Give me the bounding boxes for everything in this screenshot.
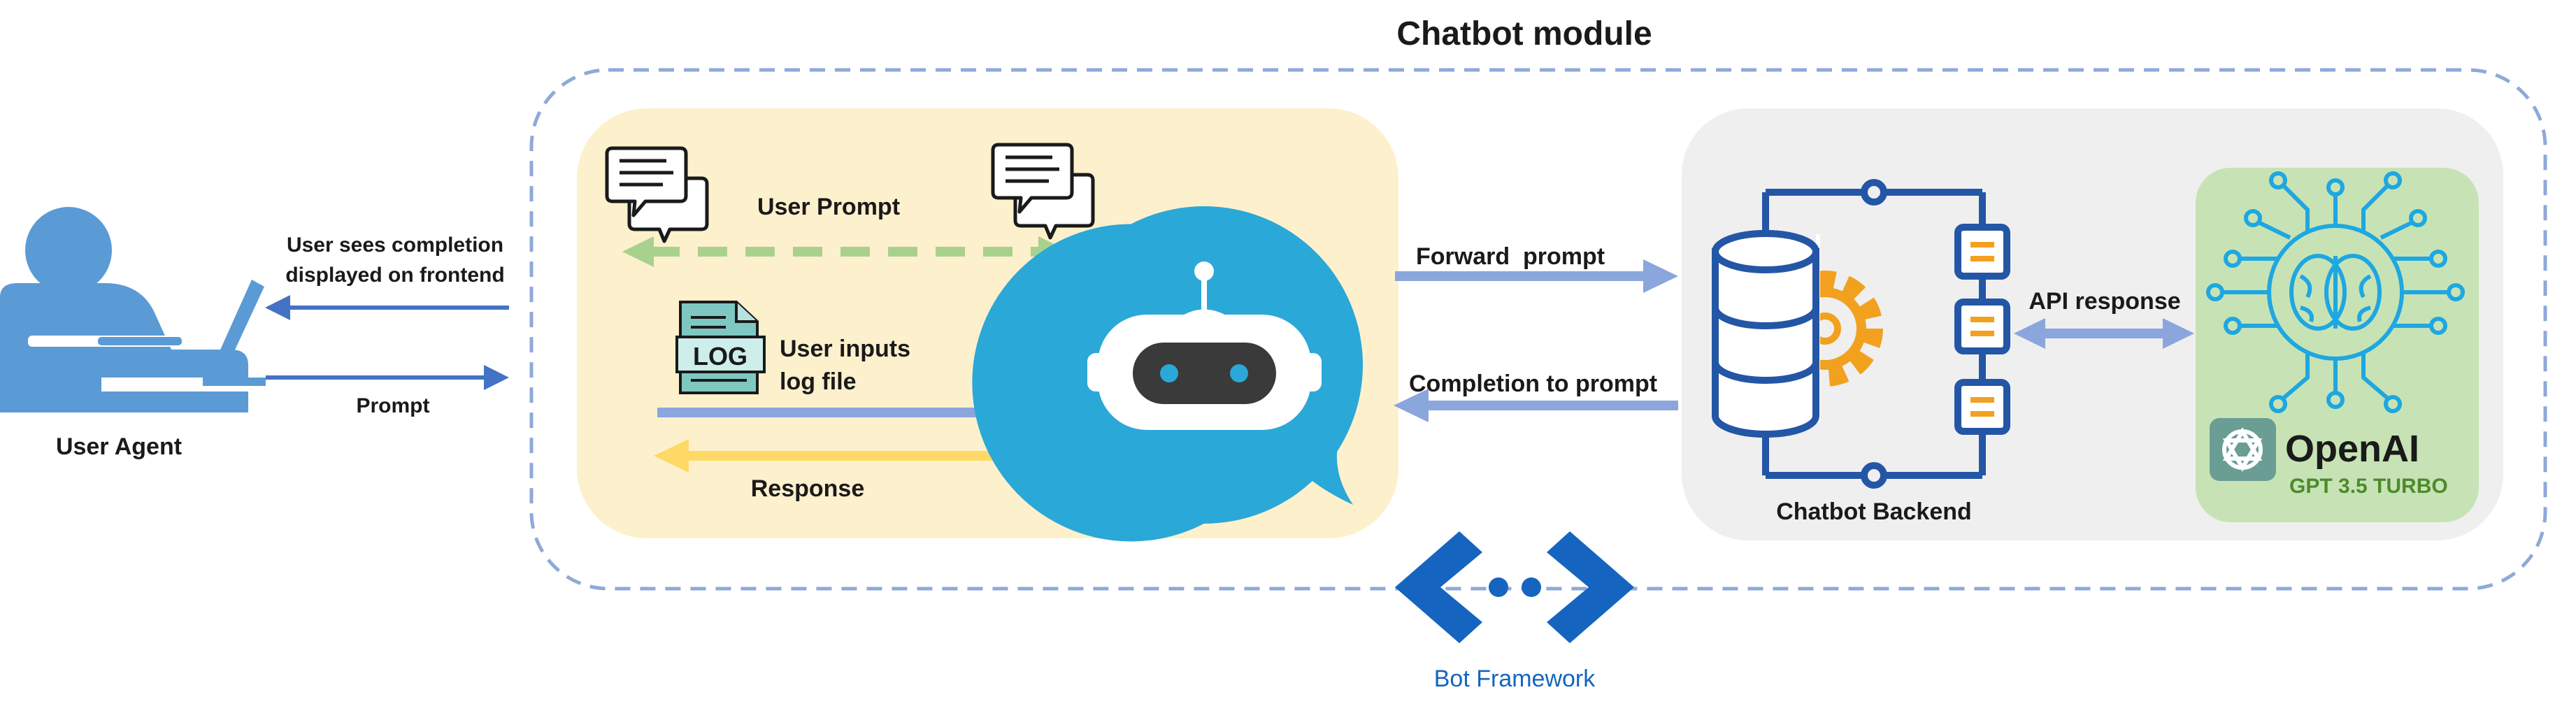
user-prompt-label: User Prompt: [757, 194, 900, 220]
openai-logo-icon: [2210, 418, 2276, 481]
log-file-label-line2: log file: [780, 368, 857, 395]
user-agent-label: User Agent: [56, 433, 182, 460]
completion-to-prompt-label: Completion to prompt: [1409, 371, 1657, 397]
diagram-title: Chatbot module: [1396, 15, 1652, 52]
log-file-icon: LOG: [675, 301, 766, 394]
response-arrow: [654, 439, 1017, 473]
completion-displayed-label-line2: displayed on frontend: [285, 264, 504, 287]
api-response-label: API response: [2028, 288, 2180, 315]
prompt-label: Prompt: [357, 394, 430, 417]
robot-chat-icon: [972, 206, 1363, 542]
api-response-double-arrow: [2014, 318, 2194, 349]
completion-to-prompt-arrow: [1394, 389, 1678, 422]
forward-prompt-arrow: [1395, 259, 1678, 293]
backend-label: Chatbot Backend: [1776, 498, 1972, 525]
gear-icon: [1712, 230, 1883, 438]
forward-prompt-label: Forward prompt: [1416, 243, 1605, 270]
openai-model: GPT 3.5 TURBO: [2289, 475, 2448, 498]
bot-framework-label: Bot Framework: [1434, 666, 1596, 692]
user-at-laptop-icon: [0, 207, 266, 412]
chat-bubbles-icon: [605, 146, 709, 243]
module-bars-icon: [1970, 242, 1994, 417]
log-file-label-line1: User inputs: [780, 336, 910, 362]
completion-displayed-label-line1: User sees completion: [287, 234, 503, 257]
chat-bubbles-icon: [991, 143, 1095, 240]
bot-framework-logo-icon: [1395, 531, 1634, 643]
openai-name: OpenAI: [2285, 428, 2419, 470]
response-label: Response: [751, 475, 865, 502]
log-icon-text: LOG: [693, 342, 747, 371]
ai-brain-circuit-icon: [2206, 171, 2465, 413]
